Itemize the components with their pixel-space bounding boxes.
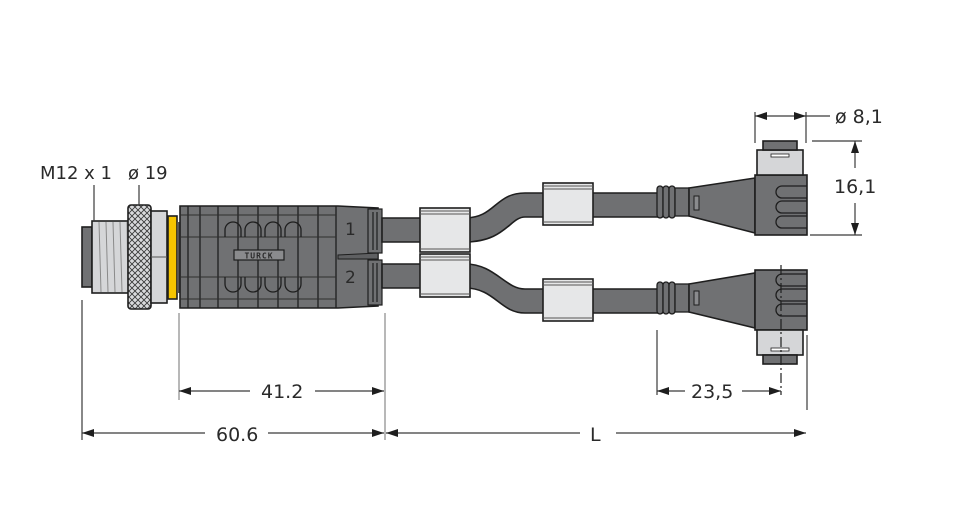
- head-diameter-annotation: ø 8,1: [754, 106, 883, 143]
- right-angle-connector-1: [656, 140, 808, 236]
- channel-1-label: 1: [345, 220, 356, 240]
- svg-text:16,1: 16,1: [834, 176, 876, 198]
- svg-text:M12 x 1: M12 x 1: [40, 163, 112, 184]
- svg-text:23,5: 23,5: [691, 381, 733, 403]
- cable-sleeves: [419, 182, 594, 322]
- seal-ring: [167, 215, 178, 300]
- svg-text:ø 19: ø 19: [128, 163, 168, 184]
- sleeve-1b: [542, 182, 594, 226]
- head-height-annotation: 16,1: [810, 140, 876, 236]
- body-length-annotation: 41.2: [178, 313, 386, 440]
- svg-text:TURCK: TURCK: [244, 252, 273, 261]
- sleeve-2b: [542, 278, 594, 322]
- svg-text:41.2: 41.2: [261, 381, 303, 403]
- m12-male-connector: [81, 204, 180, 310]
- head-offset-annotation: 23,5: [656, 330, 808, 410]
- thread: [91, 220, 131, 294]
- splitter-body: TURCK 1 2: [179, 205, 383, 309]
- brand-logo-plate: TURCK: [233, 249, 285, 261]
- svg-text:ø 8,1: ø 8,1: [835, 106, 883, 128]
- cable-length-annotation: L: [386, 424, 806, 446]
- knurled-coupling-nut: [127, 204, 152, 310]
- sleeve-2a: [419, 253, 471, 298]
- connector-length-annotation: 60.6: [81, 300, 384, 446]
- thread-size-annotation: M12 x 1: [40, 163, 112, 221]
- nut-diameter-annotation: ø 19: [128, 163, 168, 205]
- connector-face: [81, 226, 93, 288]
- svg-text:60.6: 60.6: [216, 424, 258, 446]
- channel-2-label: 2: [345, 268, 356, 288]
- sleeve-1a: [419, 207, 471, 253]
- right-angle-connector-2: [656, 265, 808, 395]
- svg-text:L: L: [590, 424, 601, 446]
